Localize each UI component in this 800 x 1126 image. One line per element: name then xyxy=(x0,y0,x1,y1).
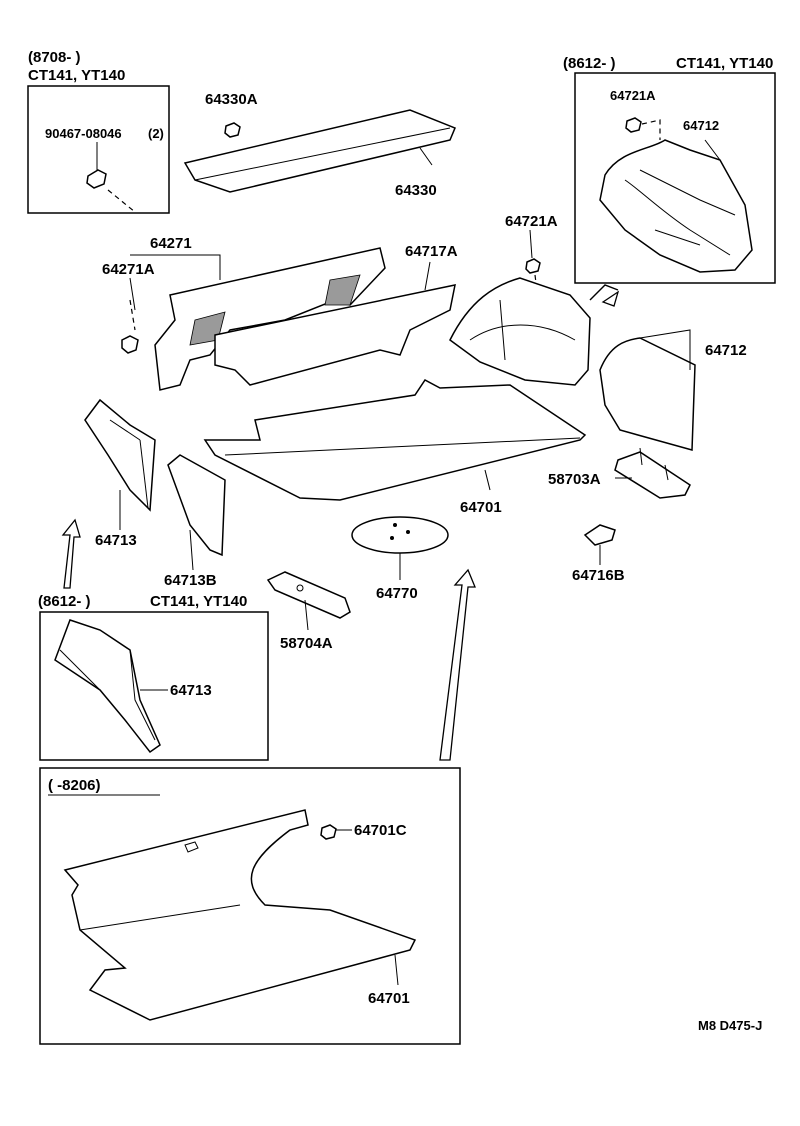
label-64721A: 64721A xyxy=(505,213,558,230)
arrow-up-left xyxy=(61,518,81,589)
inset-top-left-part: 90467-08046 xyxy=(45,126,122,141)
disc-64770-shape xyxy=(351,516,449,554)
inset-top-left: (8708- ) CT141, YT140 90467-08046 (2) xyxy=(27,49,170,214)
clip-64701c-icon xyxy=(320,824,337,840)
partition-cover-64717a xyxy=(214,284,456,386)
bracket-58703a-shape xyxy=(614,451,691,499)
wheelhouse-cover-64712-inset xyxy=(599,139,753,273)
inset-top-right-part-b: 64712 xyxy=(683,118,719,133)
inset-top-right-models: CT141, YT140 xyxy=(676,55,773,72)
clip-64721a-main-icon xyxy=(525,258,541,274)
package-tray-64330: 64330A 64330 xyxy=(183,91,456,199)
partition-64271: 64271 64271A 64717A xyxy=(102,235,458,391)
side-trim-64713b: 64713B xyxy=(164,454,226,589)
disc-64770: 64770 xyxy=(351,516,449,602)
clip-64716b-icon xyxy=(583,524,616,546)
clip-64716b: 64716B xyxy=(572,524,625,584)
inset-bottom-part-a: 64701C xyxy=(354,822,407,839)
label-64271A: 64271A xyxy=(102,261,155,278)
label-64701: 64701 xyxy=(460,499,502,516)
tray-panel xyxy=(183,109,456,193)
clip-90467-icon xyxy=(86,169,107,189)
side-trim-64713b-shape xyxy=(167,454,226,557)
label-58703A: 58703A xyxy=(548,471,601,488)
side-trim-64713: 64713 xyxy=(84,398,156,549)
label-64712: 64712 xyxy=(705,342,747,359)
label-64716B: 64716B xyxy=(572,567,625,584)
clip-64721a-icon xyxy=(625,117,642,133)
side-trim-64713-inset xyxy=(54,619,161,754)
label-64271: 64271 xyxy=(150,235,192,252)
inset-top-right-frame xyxy=(574,72,776,284)
floor-mat-64701-inset xyxy=(63,809,417,1021)
label-64713: 64713 xyxy=(95,532,137,549)
inset-mid-left-models: CT141, YT140 xyxy=(150,593,247,610)
inset-top-left-models: CT141, YT140 xyxy=(28,67,125,84)
inset-bottom: ( -8206) 64701C 64701 xyxy=(39,767,461,1045)
inset-top-left-qty: (2) xyxy=(148,126,164,141)
floor-mat-64701: 64701 xyxy=(203,379,587,516)
inset-top-right: (8612- ) CT141, YT140 64721A 64712 xyxy=(563,55,776,284)
inset-top-left-frame xyxy=(27,85,170,214)
inset-bottom-range: ( -8206) xyxy=(48,777,101,794)
bracket-58703a: 58703A xyxy=(548,447,691,499)
inset-top-left-range: (8708- ) xyxy=(28,49,81,66)
inset-top-right-range: (8612- ) xyxy=(563,55,616,72)
inset-top-right-part-a: 64721A xyxy=(610,88,656,103)
wheelhouse-cover-main xyxy=(449,277,591,386)
inset-mid-left-frame xyxy=(39,611,269,761)
clip-64330a-icon xyxy=(224,122,241,138)
inset-bottom-part-b: 64701 xyxy=(368,990,410,1007)
footer-code: M8 D475-J xyxy=(698,1018,762,1033)
side-trim-64713-shape xyxy=(84,398,156,512)
inset-mid-left-part: 64713 xyxy=(170,682,212,699)
wheelhouse-64712: 64721A 64712 xyxy=(449,213,747,451)
label-64713B: 64713B xyxy=(164,572,217,589)
wheelhouse-cover-right xyxy=(599,337,696,451)
bracket-58704a-shape xyxy=(266,571,351,619)
label-64330A: 64330A xyxy=(205,91,258,108)
floor-mat-main xyxy=(203,379,587,501)
reference-arrows xyxy=(61,518,476,761)
bracket-58704a: 58704A xyxy=(266,571,351,652)
label-58704A: 58704A xyxy=(280,635,333,652)
arrow-up-center xyxy=(439,568,476,761)
label-64770: 64770 xyxy=(376,585,418,602)
inset-mid-left-range: (8612- ) xyxy=(38,593,91,610)
inset-mid-left: (8612- ) CT141, YT140 64713 xyxy=(38,593,269,761)
clip-64271a-icon xyxy=(121,335,139,354)
label-64330: 64330 xyxy=(395,182,437,199)
inset-bottom-frame xyxy=(39,767,461,1045)
label-64717A: 64717A xyxy=(405,243,458,260)
